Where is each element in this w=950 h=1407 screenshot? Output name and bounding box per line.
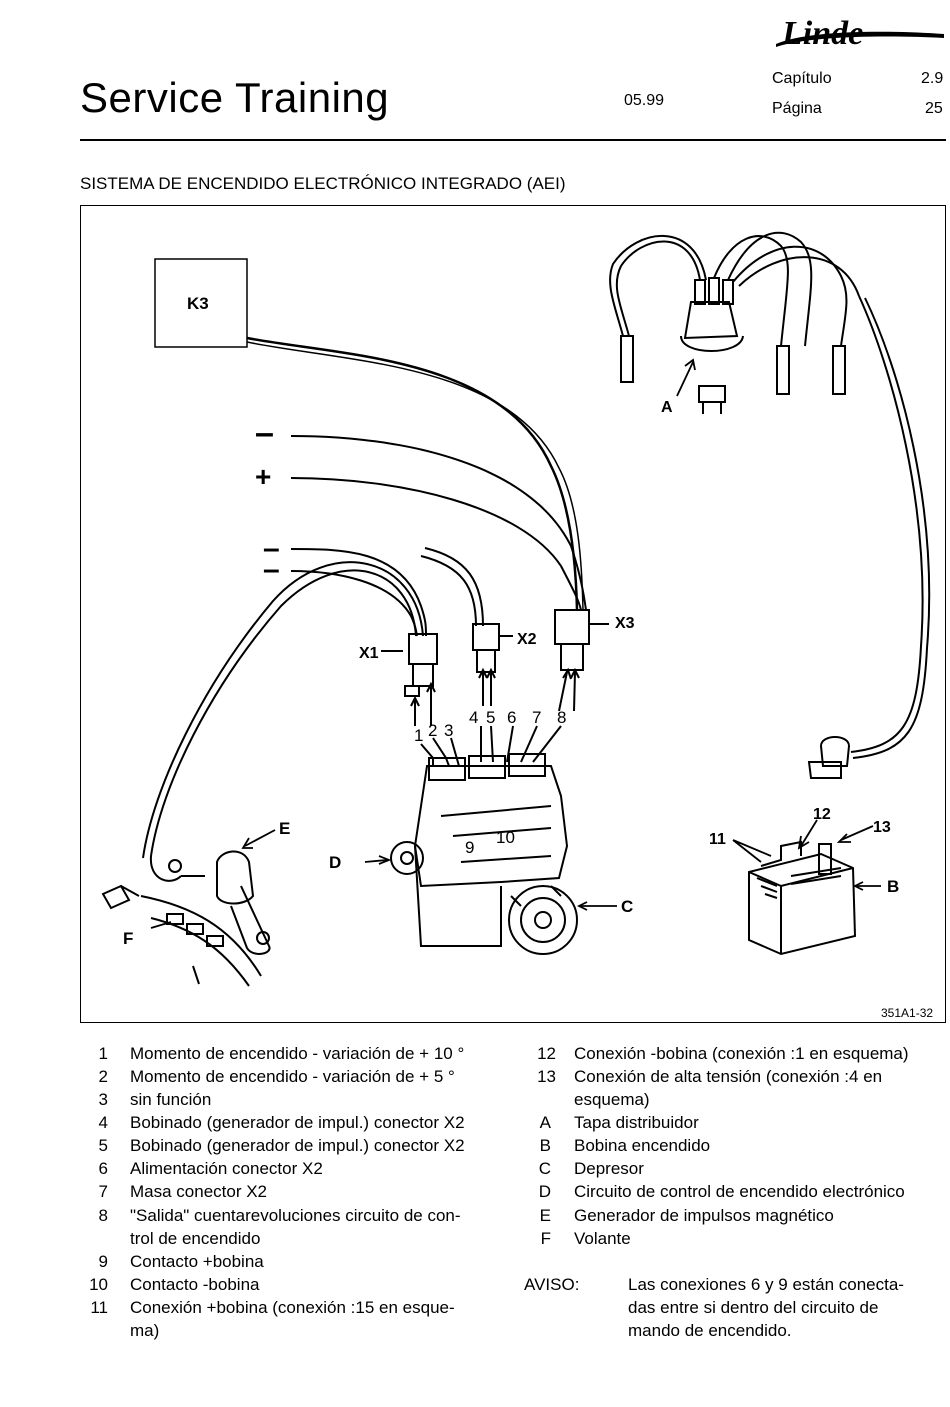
legend-num: 5 [98,1136,108,1155]
label-f: F [123,929,133,948]
label-x2: X2 [517,631,537,648]
legend-num: B [539,1136,551,1155]
notice-line-1: Las conexiones 6 y 9 están conecta- [628,1275,904,1294]
legend-text: Conexión de alta tensión (conexión :4 en [574,1067,883,1086]
legend-text: Contacto -bobina [130,1275,260,1294]
legend-num: A [539,1113,551,1132]
legend-text: Momento de encendido - variación de + 5 … [130,1067,455,1086]
section-heading: SISTEMA DE ENCENDIDO ELECTRÓNICO INTEGRA… [80,174,566,193]
page-title: Service Training [80,74,390,121]
label-k3: K3 [187,294,209,313]
k3-box [154,258,248,348]
legend-num: 12 [537,1044,556,1063]
linde-logo: Linde [776,15,944,52]
ignition-diagram: K3 – + – – X1 X2 X3 1 2 3 4 5 6 7 8 9 10… [80,205,946,1023]
chapter-value: 2.9 [921,70,944,87]
label-x1: X1 [359,645,379,662]
notice-line-2: das entre si dentro del circuito de [628,1298,879,1317]
legend-num: C [538,1159,551,1178]
legend-text: Conexión +bobina (conexión :15 en esque- [130,1298,455,1317]
label-11: 11 [709,831,726,848]
legend-text: Masa conector X2 [130,1182,268,1201]
label-4: 4 [469,708,478,727]
legend-text: "Salida" cuentarevoluciones circuito de … [130,1206,461,1225]
legend-text: Momento de encendido - variación de + 10… [130,1044,465,1063]
legend-text: Tapa distribuidor [574,1113,699,1132]
label-7: 7 [532,708,541,727]
chapter-label: Capítulo [772,70,832,87]
header-rule [80,139,946,141]
label-12: 12 [813,806,831,823]
legend-text: Bobinado (generador de impul.) conector … [130,1136,465,1155]
label-minus-2: – [263,532,280,565]
legend-text: Contacto +bobina [130,1252,264,1271]
legend-text-cont: trol de encendido [130,1229,261,1248]
legend-text: Depresor [574,1159,644,1178]
legend-num: 13 [537,1067,556,1086]
legend-num: 4 [98,1113,108,1132]
legend-text: Volante [574,1229,631,1248]
legend-num: 11 [90,1298,108,1317]
label-8: 8 [557,708,566,727]
legend-num: 10 [89,1275,108,1294]
label-x3: X3 [615,615,635,632]
legend-text: Bobinado (generador de impul.) conector … [130,1113,465,1132]
legend-num: 6 [98,1159,108,1178]
svg-text:Linde: Linde [781,15,863,52]
notice-label: AVISO: [524,1275,580,1294]
legend-text: Conexión -bobina (conexión :1 en esquema… [574,1044,909,1063]
legend-text: Generador de impulsos magnético [574,1206,834,1225]
legend-num: 8 [98,1206,108,1225]
label-plus: + [255,461,271,492]
label-10: 10 [496,828,515,847]
label-c: C [621,897,633,916]
legend-num: 3 [98,1090,108,1109]
label-13: 13 [873,819,891,836]
page-value: 25 [925,100,943,117]
edition-date: 05.99 [624,92,665,109]
diagram-svg: K3 – + – – X1 X2 X3 1 2 3 4 5 6 7 8 9 10… [101,231,933,1020]
label-9: 9 [465,838,474,857]
label-e: E [279,819,290,838]
legend-num: 1 [98,1044,108,1063]
legend-num: F [540,1229,551,1248]
label-a: A [661,399,673,416]
label-2: 2 [428,721,437,740]
label-6: 6 [507,708,516,727]
legend-num: D [538,1182,551,1201]
page-label: Página [772,100,822,117]
legend-text: Bobina encendido [574,1136,711,1155]
label-1: 1 [414,726,423,745]
label-d: D [329,853,341,872]
legend-text: Alimentación conector X2 [130,1159,323,1178]
legend-text-cont: esquema) [574,1090,650,1109]
legend-text: sin función [130,1090,212,1109]
legend-text: Circuito de control de encendido electró… [574,1182,905,1201]
legend-num: 2 [98,1067,108,1086]
legend-num: E [539,1206,551,1225]
label-minus-3: – [263,553,280,586]
label-5: 5 [486,708,495,727]
notice-line-3: mando de encendido. [628,1321,792,1340]
legend-num: 7 [98,1182,108,1201]
label-b: B [887,877,899,896]
legend-text-cont: ma) [130,1321,160,1340]
label-3: 3 [444,721,453,740]
label-minus-1: – [255,414,274,452]
figure-reference: 351A1-32 [881,1006,933,1020]
legend-num: 9 [98,1252,108,1271]
